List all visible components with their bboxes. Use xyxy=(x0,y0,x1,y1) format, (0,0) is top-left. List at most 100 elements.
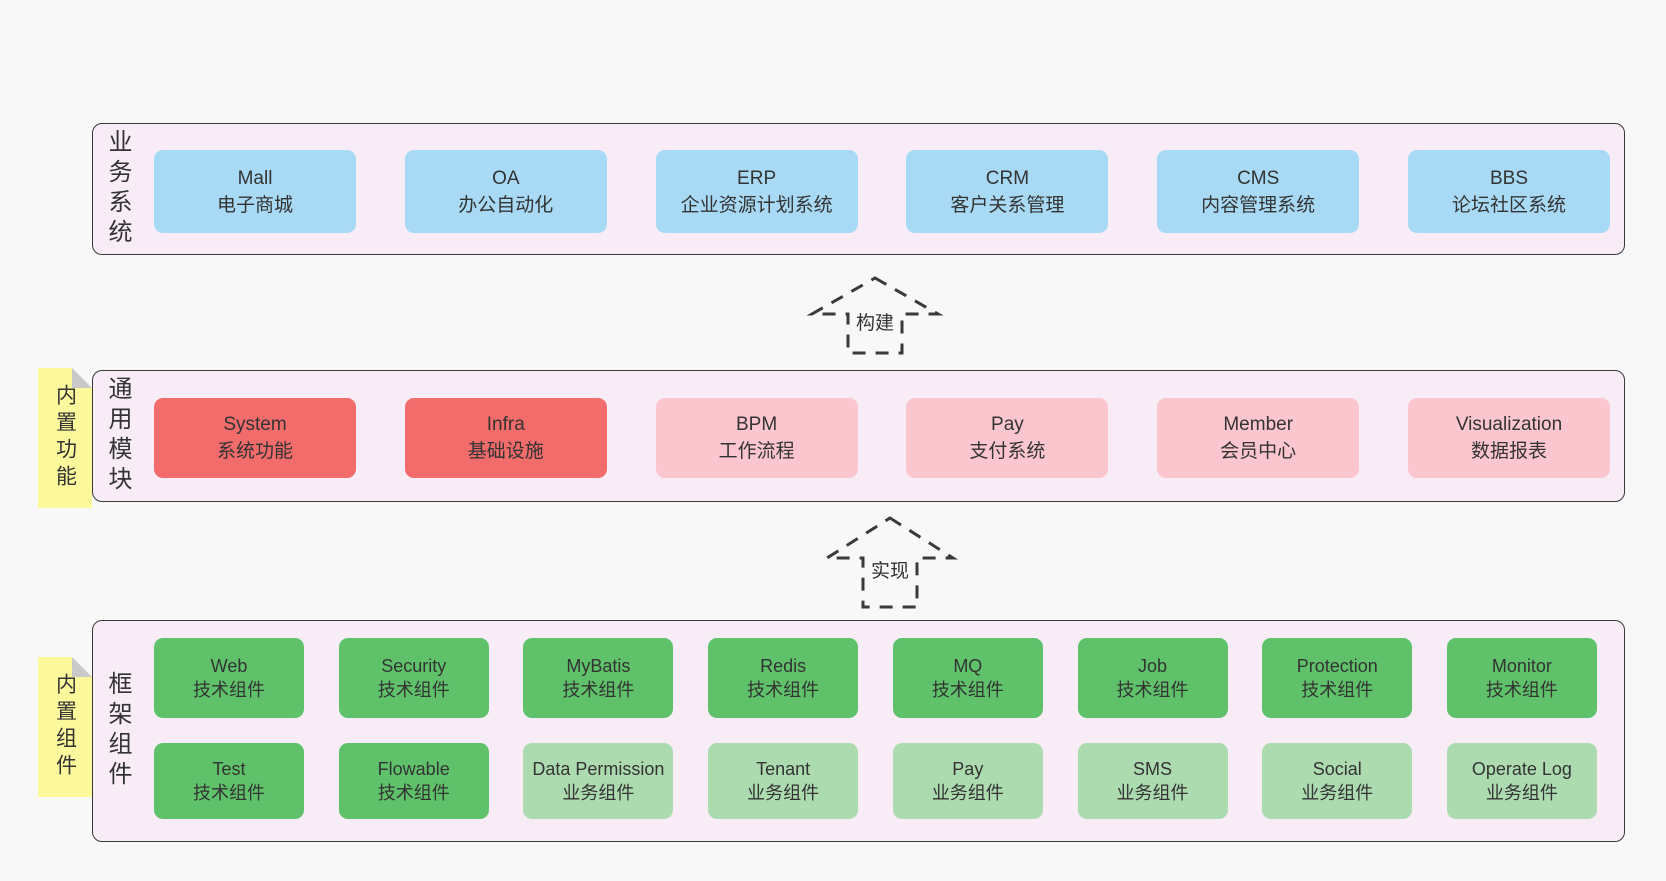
node-title: Web xyxy=(210,656,248,676)
node-mq: MQ 技术组件 xyxy=(892,638,1043,718)
node-title: Visualization xyxy=(1455,414,1563,435)
node-flowable: Flowable 技术组件 xyxy=(338,743,489,819)
node-subtitle: 电子商城 xyxy=(216,194,293,216)
node-subtitle: 内容管理系统 xyxy=(1201,194,1316,216)
node-subtitle: 系统功能 xyxy=(216,441,293,462)
band-business-label: 业务系统 xyxy=(104,129,131,249)
node-subtitle: 技术组件 xyxy=(193,783,265,803)
sticky-note-text: 内置功能 xyxy=(53,384,77,492)
node-social: Social 业务组件 xyxy=(1262,743,1413,819)
node-pay: Pay 支付系统 xyxy=(906,398,1109,478)
band-modules-label: 通用模块 xyxy=(104,376,131,496)
node-subtitle: 业务组件 xyxy=(1485,783,1558,803)
node-subtitle: 工作流程 xyxy=(718,441,795,462)
dashed-up-arrow-icon xyxy=(806,276,944,355)
sticky-note-text: 内置组件 xyxy=(53,673,77,781)
node-subtitle: 数据报表 xyxy=(1470,441,1547,462)
node-title: MyBatis xyxy=(566,656,631,676)
arrow-implement-label: 实现 xyxy=(867,555,913,584)
node-oa: OA 办公自动化 xyxy=(404,150,607,233)
node-mybatis: MyBatis 技术组件 xyxy=(523,638,674,718)
node-bpm: BPM 工作流程 xyxy=(655,398,858,478)
node-title: ERP xyxy=(737,167,777,189)
node-visualization: Visualization 数据报表 xyxy=(1407,398,1610,478)
node-title: BPM xyxy=(736,414,778,435)
node-job: Job 技术组件 xyxy=(1077,638,1228,718)
band-components-label: 框架组件 xyxy=(104,671,131,791)
node-cms: CMS 内容管理系统 xyxy=(1157,150,1360,233)
node-title: Social xyxy=(1312,759,1362,779)
node-subtitle: 客户关系管理 xyxy=(950,194,1065,216)
node-mall: Mall 电子商城 xyxy=(154,150,356,233)
node-security: Security 技术组件 xyxy=(338,638,489,718)
node-operate-log: Operate Log 业务组件 xyxy=(1446,743,1597,819)
node-title: OA xyxy=(492,167,520,189)
node-bbs: BBS 论坛社区系统 xyxy=(1407,150,1610,233)
node-monitor: Monitor 技术组件 xyxy=(1446,638,1597,718)
node-subtitle: 技术组件 xyxy=(1301,680,1374,700)
node-crm: CRM 客户关系管理 xyxy=(906,150,1109,233)
node-tenant: Tenant 业务组件 xyxy=(708,743,859,819)
node-data-permission: Data Permission 业务组件 xyxy=(523,743,674,819)
node-subtitle: 技术组件 xyxy=(747,680,820,700)
node-erp: ERP 企业资源计划系统 xyxy=(655,150,858,233)
node-title: Flowable xyxy=(377,759,450,779)
node-title: CRM xyxy=(985,167,1030,189)
business-systems-row: Mall 电子商城 OA 办公自动化 ERP 企业资源计划系统 CRM 客户关系管理 CMS 内容… xyxy=(154,150,1610,233)
node-test: Test 技术组件 xyxy=(154,743,304,819)
node-subtitle: 基础设施 xyxy=(467,441,544,462)
node-title: Member xyxy=(1223,414,1294,435)
band-business-systems: 业务系统 Mall 电子商城 OA 办公自动化 ERP 企业资源计划系统 CRM 客户关系管理… xyxy=(92,123,1625,255)
node-subtitle: 企业资源计划系统 xyxy=(680,194,833,216)
dashed-up-arrow-icon xyxy=(821,516,959,609)
arrow-build-label: 构建 xyxy=(852,307,898,336)
node-title: Monitor xyxy=(1491,656,1552,676)
node-subtitle: 业务组件 xyxy=(747,783,820,803)
node-subtitle: 技术组件 xyxy=(1116,680,1189,700)
node-infra: Infra 基础设施 xyxy=(404,398,607,478)
node-title: Security xyxy=(381,656,447,676)
node-subtitle: 业务组件 xyxy=(1301,783,1374,803)
node-title: Data Permission xyxy=(532,759,665,779)
node-subtitle: 论坛社区系统 xyxy=(1451,194,1566,216)
node-subtitle: 技术组件 xyxy=(562,680,635,700)
node-pay: Pay 业务组件 xyxy=(892,743,1043,819)
node-title: Mall xyxy=(237,167,273,189)
node-title: Protection xyxy=(1296,656,1378,676)
node-subtitle: 业务组件 xyxy=(562,783,635,803)
node-subtitle: 业务组件 xyxy=(1116,783,1189,803)
node-subtitle: 支付系统 xyxy=(969,441,1046,462)
node-title: Job xyxy=(1138,656,1168,676)
node-subtitle: 技术组件 xyxy=(193,680,265,700)
node-subtitle: 技术组件 xyxy=(931,680,1004,700)
node-title: Pay xyxy=(991,414,1024,435)
node-sms: SMS 业务组件 xyxy=(1077,743,1228,819)
node-title: Infra xyxy=(486,414,525,435)
node-title: Pay xyxy=(952,759,984,779)
arrow-build: 构建 xyxy=(805,274,945,356)
node-title: Test xyxy=(212,759,246,779)
node-title: Tenant xyxy=(756,759,811,779)
node-subtitle: 办公自动化 xyxy=(458,194,554,216)
node-subtitle: 业务组件 xyxy=(931,783,1004,803)
node-title: SMS xyxy=(1133,759,1173,779)
node-title: BBS xyxy=(1489,167,1528,189)
band-common-modules: 通用模块 System 系统功能 Infra 基础设施 BPM 工作流程 Pay 支付系统 Me… xyxy=(92,370,1625,502)
node-system: System 系统功能 xyxy=(154,398,356,478)
node-title: Operate Log xyxy=(1471,759,1572,779)
node-subtitle: 技术组件 xyxy=(377,680,450,700)
node-protection: Protection 技术组件 xyxy=(1262,638,1413,718)
node-subtitle: 技术组件 xyxy=(1485,680,1558,700)
node-subtitle: 技术组件 xyxy=(377,783,450,803)
node-redis: Redis 技术组件 xyxy=(708,638,859,718)
sticky-note-builtin-features: 内置功能 xyxy=(38,368,92,508)
arrow-implement: 实现 xyxy=(820,514,960,610)
sticky-note-builtin-components: 内置组件 xyxy=(38,657,92,797)
node-title: CMS xyxy=(1237,167,1280,189)
node-title: Redis xyxy=(760,656,807,676)
node-title: System xyxy=(223,414,287,435)
node-title: MQ xyxy=(953,656,983,676)
